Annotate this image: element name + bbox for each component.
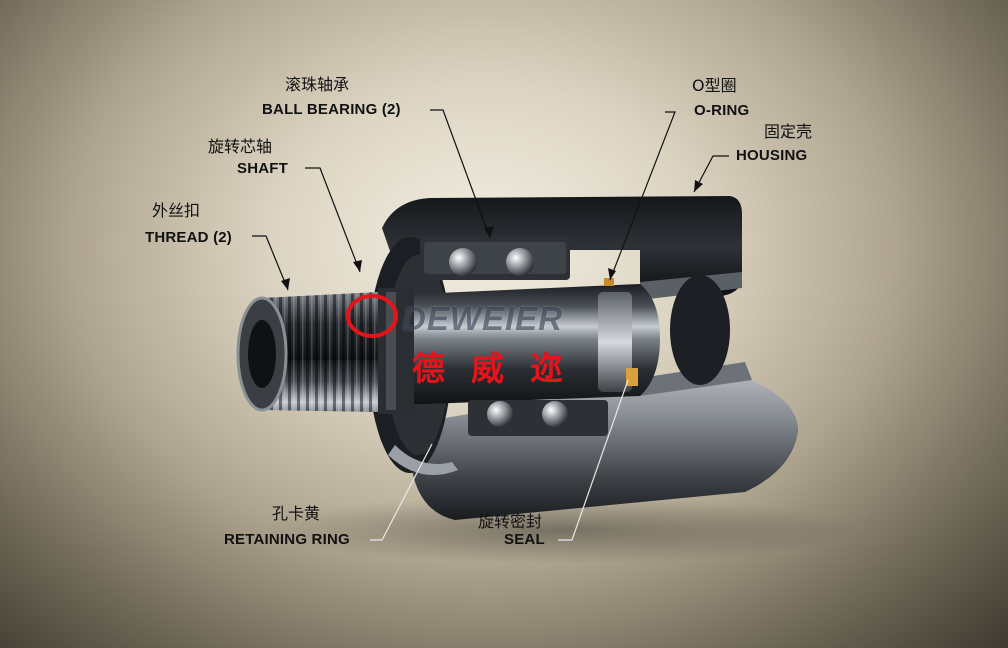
arrow-housing bbox=[694, 180, 703, 192]
arrow-shaft bbox=[353, 260, 362, 272]
label-o-ring-en: O-RING bbox=[694, 102, 750, 119]
ball-3 bbox=[487, 401, 513, 427]
seal-ring bbox=[598, 292, 632, 392]
retaining-ring-shape bbox=[388, 445, 458, 475]
label-housing-en: HOUSING bbox=[736, 147, 808, 164]
label-retaining-ring-en: RETAINING RING bbox=[224, 531, 350, 548]
ball-2 bbox=[506, 248, 534, 276]
label-seal-en: SEAL bbox=[504, 531, 545, 548]
label-ball-bearing-en: BALL BEARING (2) bbox=[262, 101, 401, 118]
label-seal-cn: 旋转密封 bbox=[478, 512, 543, 531]
leader-seal bbox=[558, 379, 629, 541]
label-housing-cn: 固定壳 bbox=[764, 122, 813, 141]
label-retaining-ring-cn: 孔卡黄 bbox=[272, 504, 321, 523]
leader-ball-bearing bbox=[430, 109, 491, 239]
label-shaft-en: SHAFT bbox=[237, 160, 288, 177]
leader-thread bbox=[252, 235, 289, 291]
bearing-upper-inner bbox=[424, 242, 566, 274]
leader-housing bbox=[693, 155, 729, 193]
housing-bore bbox=[670, 275, 730, 385]
label-thread-en: THREAD (2) bbox=[145, 229, 232, 246]
brand-name-cn: 德威迩 bbox=[412, 349, 589, 388]
seal-orange-mark bbox=[626, 368, 638, 386]
arrow-o-ring bbox=[608, 268, 616, 280]
label-o-ring-cn: O型圈 bbox=[692, 76, 737, 95]
floor-shadow bbox=[260, 496, 860, 564]
label-thread-cn: 外丝扣 bbox=[152, 201, 201, 220]
arrow-ball-bearing bbox=[484, 226, 494, 238]
leader-o-ring bbox=[609, 111, 676, 281]
brand-name-en: DEWEIER bbox=[402, 300, 564, 337]
label-ball-bearing-cn: 滚珠轴承 bbox=[285, 75, 350, 94]
thread-end-bore bbox=[248, 320, 276, 388]
ball-4 bbox=[542, 401, 568, 427]
shaft-body bbox=[370, 284, 660, 406]
leader-retaining-ring bbox=[370, 443, 433, 541]
hex-highlight bbox=[386, 292, 396, 410]
o-ring-mark bbox=[604, 278, 614, 286]
arrow-thread bbox=[281, 278, 290, 290]
thread-end-rim bbox=[236, 296, 288, 412]
label-shaft-cn: 旋转芯轴 bbox=[208, 137, 273, 156]
leader-shaft bbox=[305, 167, 361, 273]
ball-1 bbox=[449, 248, 477, 276]
logo-ring-icon bbox=[346, 294, 398, 338]
